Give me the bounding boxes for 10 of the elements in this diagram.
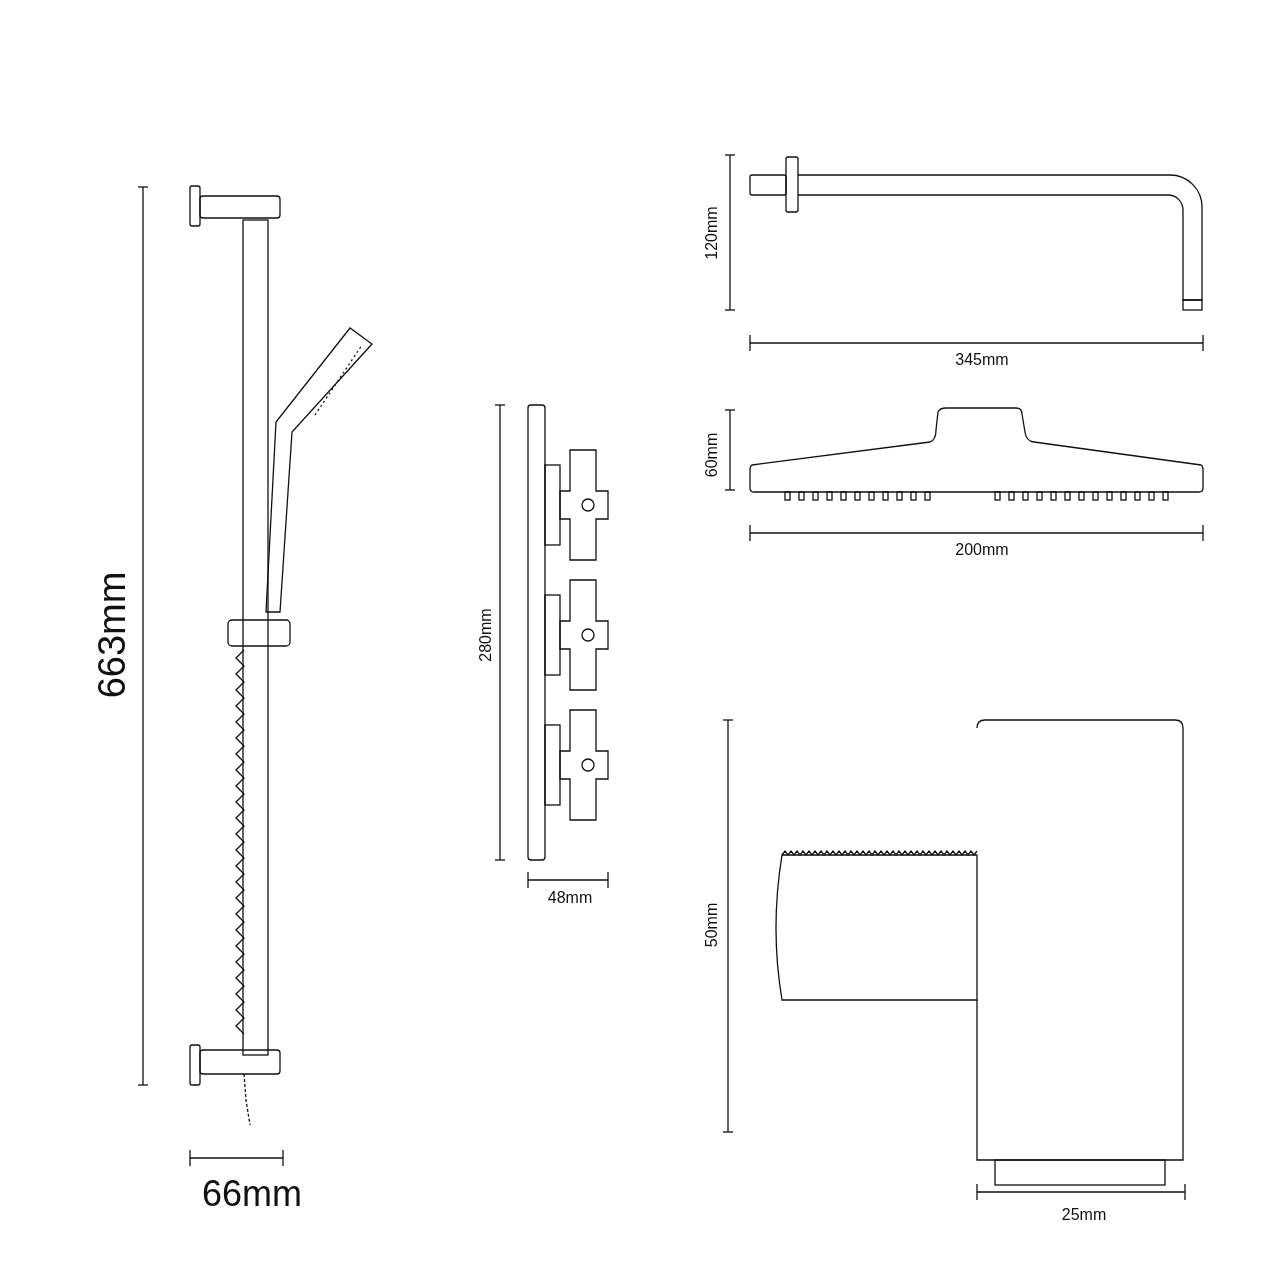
dimension-label: 50mm	[702, 902, 721, 948]
dimension-label: 48mm	[547, 888, 593, 908]
dimension-label: 280mm	[476, 608, 495, 662]
dimension-label: 200mm	[955, 540, 1009, 560]
dimension-label: 25mm	[1061, 1205, 1107, 1225]
dimension-label: 345mm	[955, 350, 1009, 370]
dimension-label: 66mm	[202, 1172, 302, 1216]
dimension-label: 60mm	[702, 432, 721, 478]
dimension-label: 120mm	[702, 206, 721, 260]
dimension-label: 663mm	[89, 571, 134, 699]
